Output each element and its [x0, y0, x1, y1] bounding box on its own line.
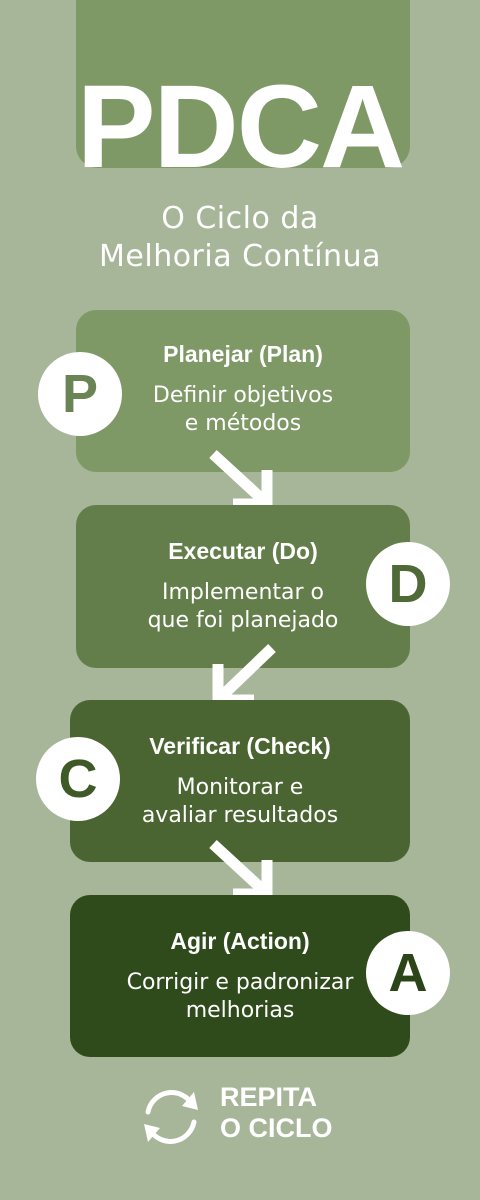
step-plan-name: Planejar (Plan)	[163, 341, 323, 367]
page-subtitle: O Ciclo da Melhoria Contínua	[99, 201, 381, 274]
step-plan-desc: Definir objetivos e métodos	[152, 383, 334, 436]
arrow-down-right-icon	[209, 449, 273, 510]
step-act-desc: Corrigir e padronizar melhorias	[126, 970, 354, 1023]
step-act: Agir (Action) Corrigir e padronizar melh…	[70, 895, 410, 1057]
step-check-name: Verificar (Check)	[149, 733, 331, 759]
badge-act: A	[366, 931, 450, 1015]
arrow-down-right-icon	[209, 839, 273, 900]
repeat-cycle-icon	[144, 1090, 198, 1144]
badge-do: D	[366, 542, 450, 626]
page-title: PDCA	[76, 61, 405, 193]
step-check-desc: Monitorar e avaliar resultados	[141, 775, 339, 828]
footer-text: REPITA O CICLO	[220, 1082, 333, 1143]
step-check: Verificar (Check) Monitorar e avaliar re…	[70, 700, 410, 862]
badge-check: C	[36, 737, 120, 821]
step-do: Executar (Do) Implementar o que foi plan…	[76, 505, 410, 668]
step-plan: Planejar (Plan) Definir objetivos e méto…	[76, 310, 410, 472]
step-do-name: Executar (Do)	[168, 538, 318, 564]
step-act-name: Agir (Action)	[170, 928, 310, 954]
badge-plan: P	[38, 352, 122, 436]
header-block	[76, 0, 410, 168]
step-do-desc: Implementar o que foi planejado	[147, 580, 339, 633]
